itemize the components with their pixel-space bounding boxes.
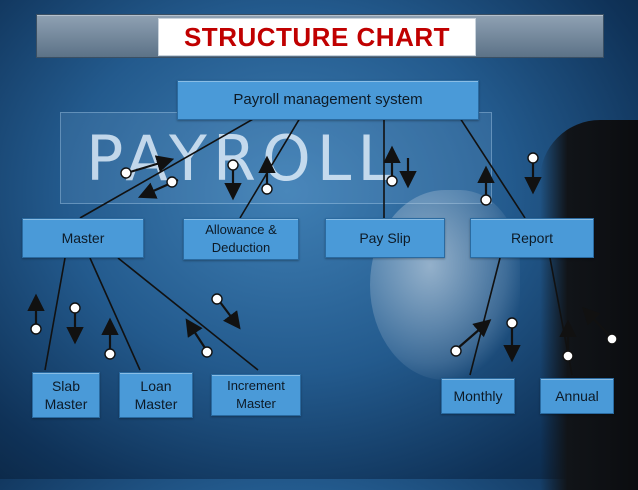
node-loan-master: Loan Master bbox=[119, 372, 193, 418]
couple-tail bbox=[386, 175, 398, 187]
edge-root-allowance bbox=[239, 117, 301, 219]
couple-tail bbox=[166, 176, 178, 188]
node-root: Payroll management system bbox=[177, 80, 479, 120]
couple-tail bbox=[227, 159, 239, 171]
edge-root-report bbox=[459, 117, 526, 219]
couple-arrow bbox=[581, 306, 611, 337]
node-slab-master: Slab Master bbox=[32, 372, 100, 418]
couple-tail bbox=[450, 345, 462, 357]
couple-arrow bbox=[185, 318, 206, 349]
node-payslip: Pay Slip bbox=[325, 218, 445, 258]
edge-master-slab bbox=[44, 257, 66, 371]
couple-tail bbox=[120, 167, 132, 179]
edge-master-loan bbox=[89, 257, 141, 371]
couple-arrow bbox=[219, 301, 241, 330]
couple-tail bbox=[201, 346, 213, 358]
couple-tail bbox=[527, 152, 539, 164]
node-allowance: Allowance & Deduction bbox=[183, 218, 299, 260]
node-annual: Annual bbox=[540, 378, 614, 414]
connectors bbox=[27, 117, 618, 376]
edge-master-increment bbox=[117, 257, 259, 371]
couple-tail bbox=[506, 317, 518, 329]
node-master: Master bbox=[22, 218, 144, 258]
couple-tail bbox=[606, 333, 618, 345]
edge-report-monthly bbox=[469, 257, 501, 376]
node-increment-master: Increment Master bbox=[211, 374, 301, 416]
couple-tail bbox=[562, 350, 574, 362]
couple-arrow bbox=[129, 155, 175, 174]
slide: STRUCTURE CHART PAYROLL bbox=[22, 14, 638, 490]
couple-arrow bbox=[457, 319, 492, 349]
couple-tail bbox=[104, 348, 116, 360]
couple-tail bbox=[69, 302, 81, 314]
person-silhouette bbox=[540, 120, 638, 490]
couple-tail bbox=[480, 194, 492, 206]
couple-tail bbox=[30, 323, 42, 335]
node-report: Report bbox=[470, 218, 594, 258]
node-monthly: Monthly bbox=[441, 378, 515, 414]
slide-title: STRUCTURE CHART bbox=[158, 18, 476, 56]
couple-tail bbox=[261, 183, 273, 195]
couple-tail bbox=[211, 293, 223, 305]
